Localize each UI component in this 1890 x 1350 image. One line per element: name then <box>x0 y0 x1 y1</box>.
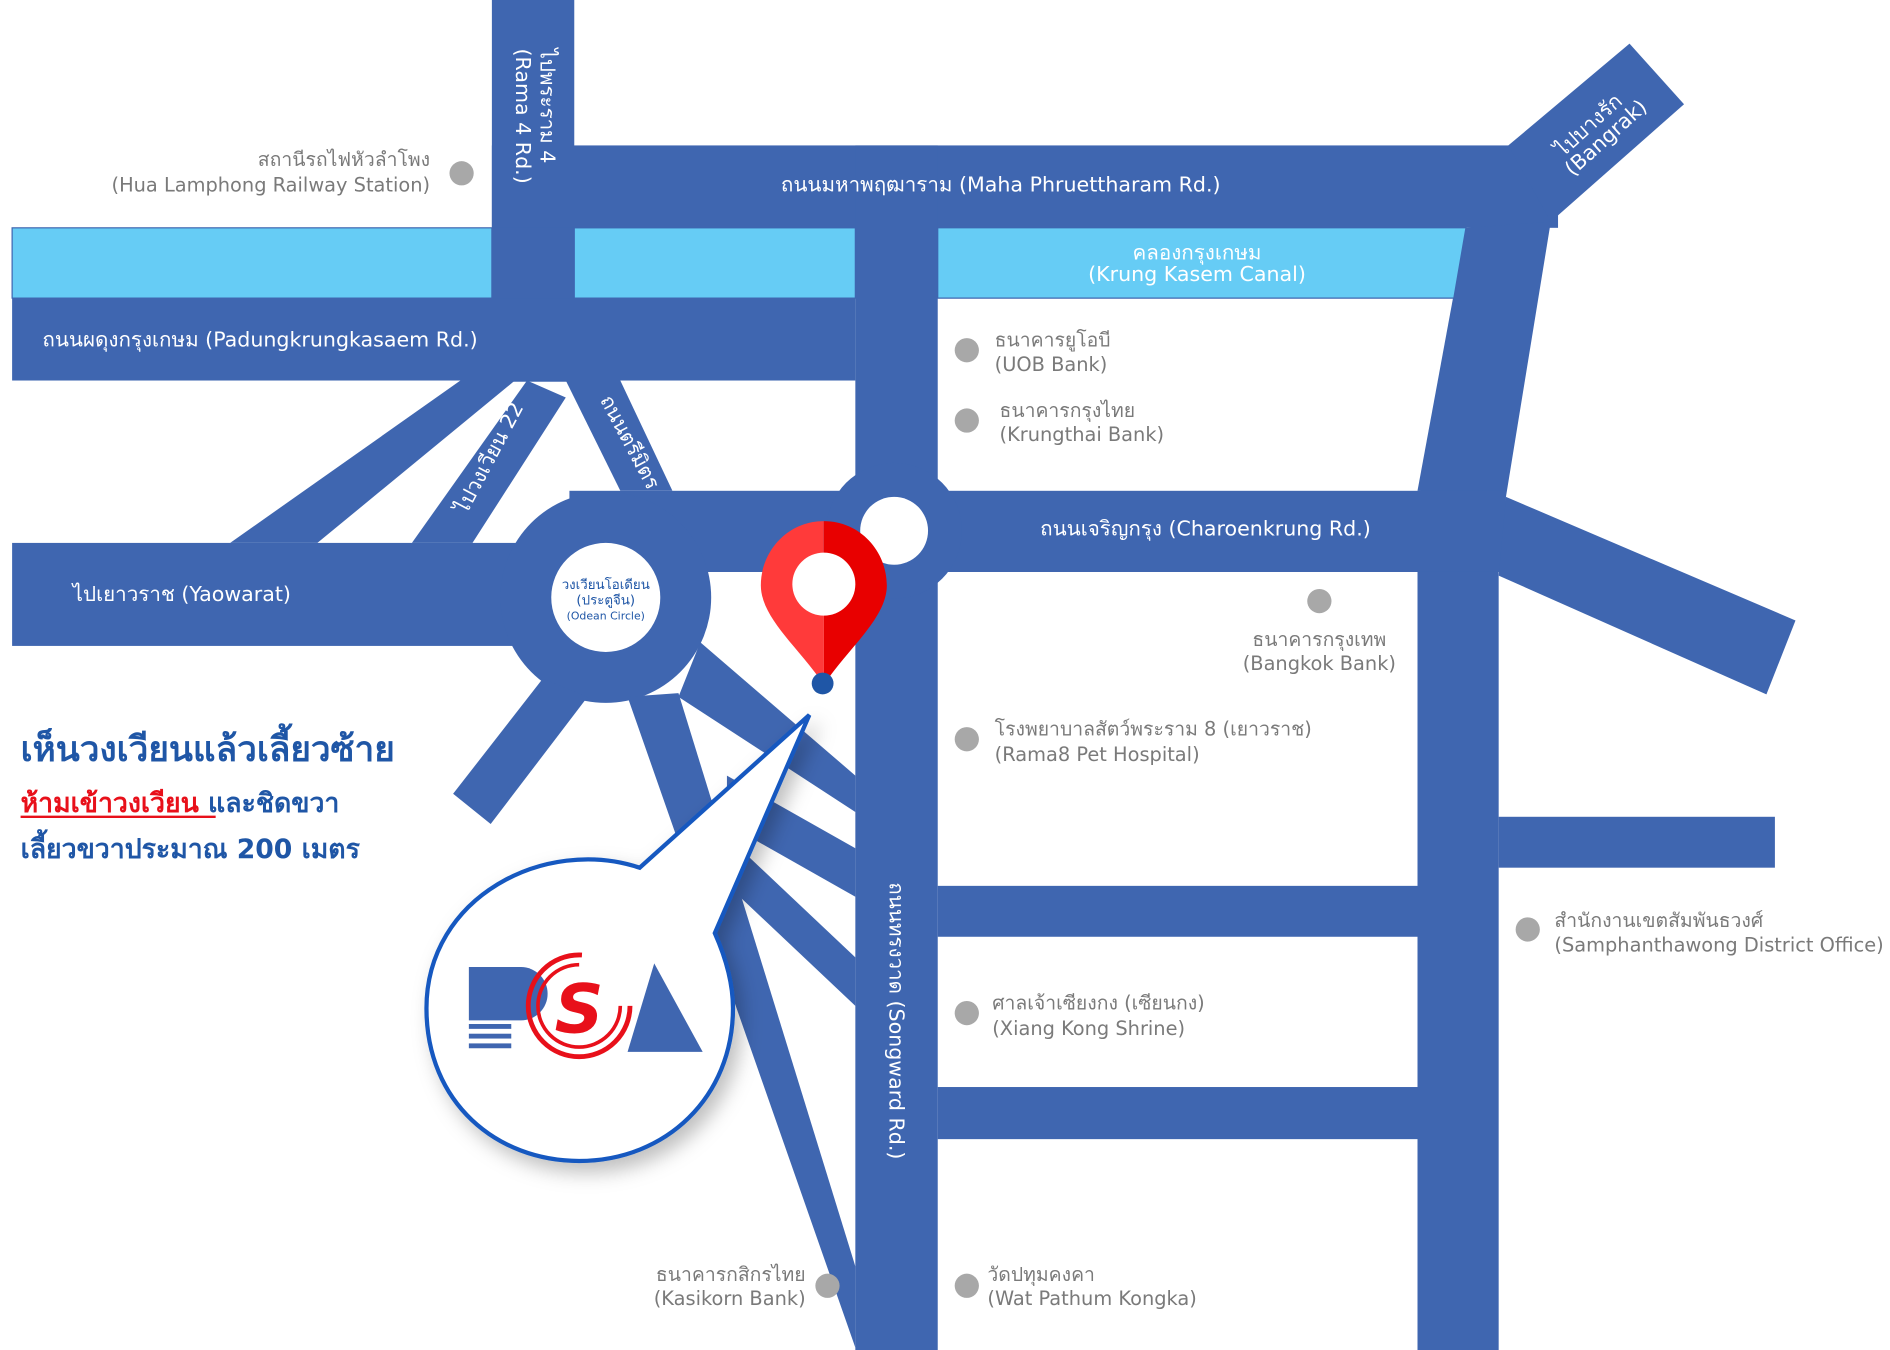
svg-text:ไปเยาวราช (Yaowarat): ไปเยาวราช (Yaowarat) <box>71 582 291 606</box>
svg-text:เลี้ยวขวาประมาณ 200 เมตร: เลี้ยวขวาประมาณ 200 เมตร <box>21 829 361 865</box>
road-maha-phruettharam <box>491 145 1559 228</box>
svg-text:ถนนเจริญกรุง (Charoenkrung Rd.: ถนนเจริญกรุง (Charoenkrung Rd.) <box>1040 517 1371 542</box>
svg-text:ธนาคารยูโอบี: ธนาคารยูโอบี <box>995 329 1111 352</box>
warning-text: ห้ามเข้าวงเวียน <box>21 788 200 819</box>
odean-circle-center <box>551 542 661 652</box>
place-kasikorn-bank: ธนาคารกสิกรไทย(Kasikorn Bank) <box>654 1263 840 1310</box>
place-xiang-kong-shrine: ศาลเจ้าเซียงกง (เซียนกง) (Xiang Kong Shri… <box>954 991 1205 1040</box>
svg-text:(Kasikorn Bank): (Kasikorn Bank) <box>654 1287 806 1310</box>
svg-text:ธนาคารกรุงไทย: ธนาคารกรุงไทย <box>1000 399 1136 423</box>
svg-text:(Odean Circle): (Odean Circle) <box>567 609 645 622</box>
svg-text:วงเวียนโอเดียน: วงเวียนโอเดียน <box>562 577 650 593</box>
svg-text:(Rama8 Pet Hospital): (Rama8 Pet Hospital) <box>995 743 1200 766</box>
svg-text:ห้ามเข้าวงเวียน และชิดขวา: ห้ามเข้าวงเวียน และชิดขวา <box>21 788 340 819</box>
place-krungthai-bank: ธนาคารกรุงไทย(Krungthai Bank) <box>954 399 1165 446</box>
place-hua-lamphong: สถานีรถไฟหัวลำโพง(Hua Lamphong Railway S… <box>112 148 474 196</box>
svg-text:ไปพระราม 4: ไปพระราม 4 <box>535 46 559 163</box>
road-padungkrungkasaem <box>12 298 856 381</box>
road-yaowarat <box>12 542 534 646</box>
place-bangkok-bank: ธนาคารกรุงเทพ(Bangkok Bank) <box>1243 588 1396 675</box>
svg-text:วัดปทุมคงคา: วัดปทุมคงคา <box>987 1263 1095 1287</box>
place-samphanthawong-office: สำนักงานเขตสัมพันธวงศ์(Samphanthawong Di… <box>1515 909 1884 956</box>
svg-text:ถนนทรงวาด (Songward Rd.): ถนนทรงวาด (Songward Rd.) <box>884 882 908 1159</box>
roundabout-center <box>860 496 929 565</box>
svg-text:ถนนผดุงกรุงเกษม (Padungkrungka: ถนนผดุงกรุงเกษม (Padungkrungkasaem Rd.) <box>42 328 477 353</box>
svg-text:(UOB Bank): (UOB Bank) <box>995 353 1108 376</box>
svg-text:S: S <box>555 970 604 1049</box>
svg-text:สำนักงานเขตสัมพันธวงศ์: สำนักงานเขตสัมพันธวงศ์ <box>1554 909 1763 932</box>
svg-text:(ประตูจีน): (ประตูจีน) <box>576 593 635 609</box>
svg-text:(Krungthai Bank): (Krungthai Bank) <box>1000 423 1165 446</box>
svg-text:(Samphanthawong District Offic: (Samphanthawong District Office) <box>1554 933 1883 956</box>
road-right-diagonal <box>1417 221 1551 497</box>
svg-text:ศาลเจ้าเซียงกง (เซียนกง): ศาลเจ้าเซียงกง (เซียนกง) <box>992 991 1205 1014</box>
svg-text:โรงพยาบาลสัตว์พระราม 8 (เยาวรา: โรงพยาบาลสัตว์พระราม 8 (เยาวราช) <box>995 718 1312 741</box>
svg-text:ธนาคารกสิกรไทย: ธนาคารกสิกรไทย <box>656 1263 806 1286</box>
callout-logo <box>424 713 812 1164</box>
road-songward <box>855 145 938 1350</box>
svg-text:(Hua Lamphong Railway Station): (Hua Lamphong Railway Station) <box>112 173 431 196</box>
svg-text:(Wat Pathum Kongka): (Wat Pathum Kongka) <box>987 1287 1196 1310</box>
road-charoenkrung <box>569 490 1506 572</box>
svg-text:คลองกรุงเกษม: คลองกรุงเกษม <box>1133 240 1262 265</box>
places: สถานีรถไฟหัวลำโพง(Hua Lamphong Railway S… <box>112 148 1884 1310</box>
svg-text:ธนาคารกรุงเทพ: ธนาคารกรุงเทพ <box>1252 628 1386 652</box>
place-uob-bank: ธนาคารยูโอบี(UOB Bank) <box>954 329 1111 376</box>
svg-text:สถานีรถไฟหัวลำโพง: สถานีรถไฟหัวลำโพง <box>258 148 430 171</box>
canal <box>11 227 1467 299</box>
location-pin-icon <box>760 521 887 695</box>
place-rama8-pet-hospital: โรงพยาบาลสัตว์พระราม 8 (เยาวราช)(Rama8 P… <box>954 718 1312 766</box>
rsa-logo: S <box>468 952 703 1060</box>
svg-text:ถนนมหาพฤฒาราม (Maha Phruetthar: ถนนมหาพฤฒาราม (Maha Phruettharam Rd.) <box>781 172 1221 196</box>
svg-text:(Bangkok Bank): (Bangkok Bank) <box>1243 652 1396 675</box>
svg-text:(Xiang Kong Shrine): (Xiang Kong Shrine) <box>992 1017 1185 1040</box>
directions: เห็นวงเวียนแล้วเลี้ยวซ้าย ห้ามเข้าวงเวีย… <box>20 723 395 865</box>
road-right-vertical <box>1417 490 1499 1350</box>
svg-text:(Rama 4 Rd.): (Rama 4 Rd.) <box>511 48 535 183</box>
place-wat-pathum-kongka: วัดปทุมคงคา(Wat Pathum Kongka) <box>954 1263 1197 1310</box>
svg-text:(Krung Kasem Canal): (Krung Kasem Canal) <box>1088 262 1306 286</box>
road-bangrak <box>1508 43 1685 222</box>
svg-text:เห็นวงเวียนแล้วเลี้ยวซ้าย: เห็นวงเวียนแล้วเลี้ยวซ้าย <box>21 723 395 770</box>
